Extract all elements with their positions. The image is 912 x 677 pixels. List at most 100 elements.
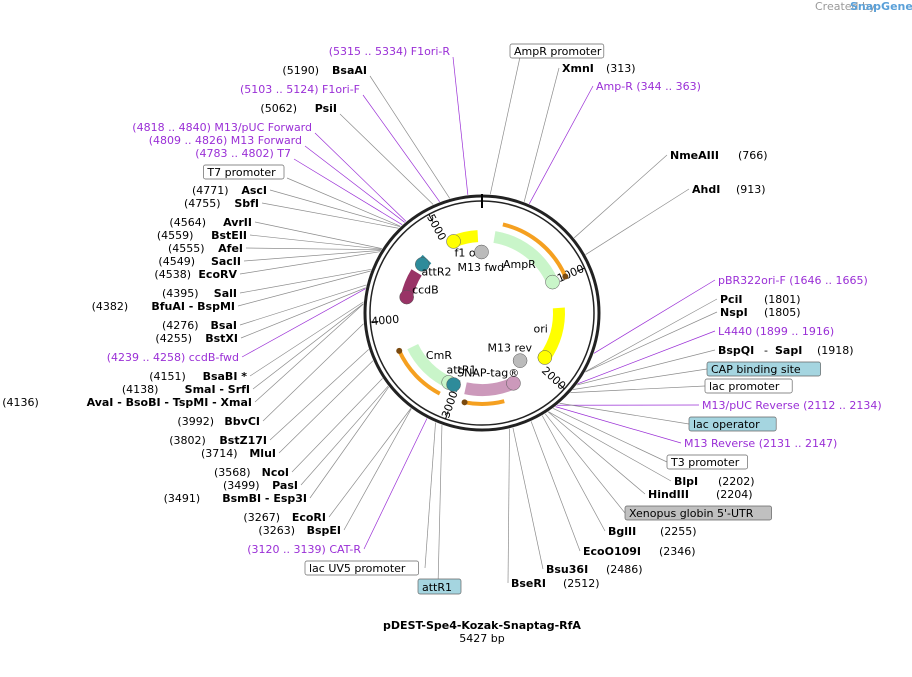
primer-label: L4440 (1899 .. 1916) (718, 325, 834, 338)
leader-line (424, 422, 436, 569)
enzyme-name: BsaI (211, 319, 237, 332)
enzyme-name: PasI (272, 479, 298, 492)
label-left: BfuAI - BspMI(4382) (92, 300, 235, 313)
enzyme-name: AscI (241, 184, 267, 197)
feature-head (545, 274, 560, 290)
feature-box-label: lac operator (693, 418, 760, 431)
enzyme-position: (3568) (214, 466, 251, 479)
feature-head (474, 244, 489, 260)
orf-arc-head (461, 399, 468, 406)
feature-label: M13 rev (487, 341, 532, 354)
label-right: NspI(1805) (720, 306, 801, 319)
feature-label: CmR (426, 349, 452, 362)
label-top: (5315 .. 5334) F1ori-R (329, 45, 451, 58)
leader-line (249, 234, 382, 250)
enzyme-position: (5062) (260, 102, 297, 115)
orf-arc (502, 222, 568, 278)
label-left: (4239 .. 4258) ccdB-fwd (107, 351, 239, 364)
leader-line (239, 251, 381, 275)
leader-line (507, 428, 510, 584)
leader-line (286, 177, 401, 227)
feature-box (304, 560, 419, 576)
enzyme-name: EcoRI (292, 511, 326, 524)
tick-mark (577, 267, 585, 272)
leader-line (555, 406, 682, 444)
enzyme-name: AhdI (692, 183, 720, 196)
orf-arc-head (396, 347, 403, 354)
enzyme-position: (5190) (282, 64, 319, 77)
label-right: T3 promoter (666, 454, 748, 470)
leader-line (585, 188, 690, 255)
enzyme-name: BstXI (205, 332, 238, 345)
label-top: (5103 .. 5124) F1ori-F (240, 83, 360, 96)
primer-label: (4783 .. 4802) T7 (195, 147, 291, 160)
label-right: pBR322ori-F (1646 .. 1665) (718, 274, 868, 287)
feature-box-label: AmpR promoter (514, 45, 602, 58)
leader-line (339, 113, 434, 205)
label-left: BstXI(4255) (155, 332, 238, 345)
enzyme-position: (4755) (184, 197, 221, 210)
label-right: Amp-R (344 .. 363) (596, 80, 701, 93)
feature-snap-tag-: SNAP-tag® (457, 367, 521, 396)
label-left: lac UV5 promoter (304, 560, 419, 576)
label-left: (3120 .. 3139) CAT-R (247, 543, 361, 556)
feature-head (446, 234, 461, 249)
primer-label: (4818 .. 4840) M13/pUC Forward (132, 121, 312, 134)
label-left: BspEI(3263) (258, 524, 341, 537)
orf-arc (397, 349, 441, 396)
leader-line (237, 270, 371, 307)
feature-m13-rev: M13 rev (487, 341, 533, 368)
label-top: AmpR promoter (509, 43, 605, 59)
label-right: NmeAIII(766) (670, 149, 768, 162)
tick-mark (370, 320, 379, 323)
label-left: SacII(4549) (158, 255, 241, 268)
enzyme-position: (766) (738, 149, 768, 162)
leader-line (269, 349, 369, 441)
enzyme-name: BsaBI * (203, 370, 248, 383)
label-right: Bsu36I(2486) (546, 563, 643, 576)
primer-label: M13/pUC Reverse (2112 .. 2134) (702, 399, 882, 412)
enzyme-name: NspI (720, 306, 748, 319)
label-left: MluI(3714) (201, 447, 276, 460)
leader-line (437, 425, 443, 587)
feature-ccdb: ccdB (399, 269, 439, 305)
leader-line (544, 413, 626, 514)
enzyme-name: SapI (775, 344, 802, 357)
primer-label: (4239 .. 4258) ccdB-fwd (107, 351, 239, 364)
leader-line (585, 311, 718, 373)
label-right: CAP binding site (706, 361, 821, 377)
leader-line (577, 330, 716, 385)
label-left: BsaI(4276) (162, 319, 237, 332)
leader-line (512, 427, 544, 570)
enzyme-position: (913) (736, 183, 766, 196)
feature-head (537, 350, 553, 365)
feature-box (666, 454, 748, 470)
tick-mark (445, 411, 449, 420)
primer-label: (3120 .. 3139) CAT-R (247, 543, 361, 556)
feature-label: ori (534, 323, 548, 336)
site-labels: XmnI(313) Amp-R (344 .. 363) NmeAIII(766) A… (2, 43, 882, 595)
enzyme-position: (4382) (92, 300, 129, 313)
leader-lines (237, 56, 718, 587)
leader-line (239, 284, 367, 326)
label-left: AvaI - BsoBI - TspMI - XmaI(4136) (2, 396, 252, 409)
enzyme-name: BspQI (718, 344, 754, 357)
label-right: XmnI(313) (562, 62, 636, 75)
tick-label: 5000 (424, 212, 449, 243)
leader-line (593, 279, 716, 354)
enzyme-name: PsiI (315, 102, 337, 115)
created-by-label: Created by (815, 0, 876, 13)
feature-m13-fwd: M13 fwd (458, 244, 505, 274)
leader-line (245, 247, 382, 251)
leader-line (309, 386, 390, 499)
label-left: SmaI - SrfI(4138) (122, 383, 250, 396)
label-top: BsaAI(5190) (282, 64, 367, 77)
label-left: AfeI(4555) (168, 242, 243, 255)
feature-label: M13 fwd (458, 261, 505, 274)
enzyme-name: BlpI (674, 475, 698, 488)
feature-head (512, 353, 528, 368)
enzyme-name: SmaI - SrfI (185, 383, 250, 396)
leader-line (254, 221, 382, 249)
